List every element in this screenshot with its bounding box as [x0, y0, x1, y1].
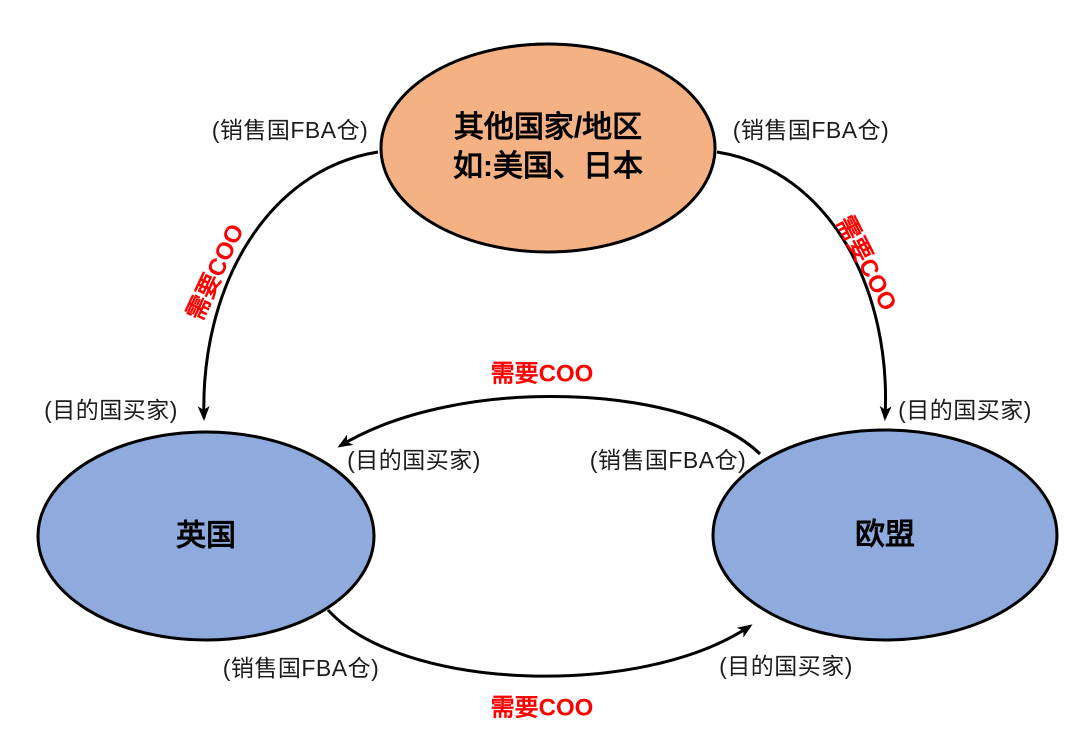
node-uk [36, 430, 376, 642]
arrow-eu-to-uk [337, 395, 762, 456]
label-uk-to-eu-origin: (销售国FBA仓) [222, 655, 380, 681]
arrow-other-to-eu [716, 150, 892, 421]
node-label-other-line1: 其他国家/地区 [453, 111, 643, 144]
label-eu-to-uk-destination: (目的国买家) [347, 447, 481, 473]
node-label-other-line2: 如:美国、日本 [453, 150, 643, 183]
node-label-eu: 欧盟 [855, 518, 915, 552]
label-other-to-uk-destination: (目的国买家) [44, 397, 178, 423]
arrow-uk-to-eu [326, 608, 753, 678]
label-other-to-uk-origin: (销售国FBA仓) [211, 117, 369, 143]
node-label-uk: 英国 [176, 519, 236, 553]
label-eu-to-uk-origin: (销售国FBA仓) [589, 447, 747, 473]
label-other-to-eu-origin: (销售国FBA仓) [732, 117, 890, 143]
label-uk-to-eu-destination: (目的国买家) [719, 653, 853, 679]
arrow-other-to-uk [197, 150, 379, 421]
label-other-to-eu-destination: (目的国买家) [898, 397, 1032, 423]
label-eu-to-uk-requirement: 需要COO [490, 360, 594, 388]
node-label-other-countries: 其他国家/地区 如:美国、日本 [453, 108, 643, 186]
label-uk-to-eu-requirement: 需要COO [490, 694, 594, 722]
node-other-countries [379, 42, 717, 254]
node-eu [711, 428, 1059, 642]
